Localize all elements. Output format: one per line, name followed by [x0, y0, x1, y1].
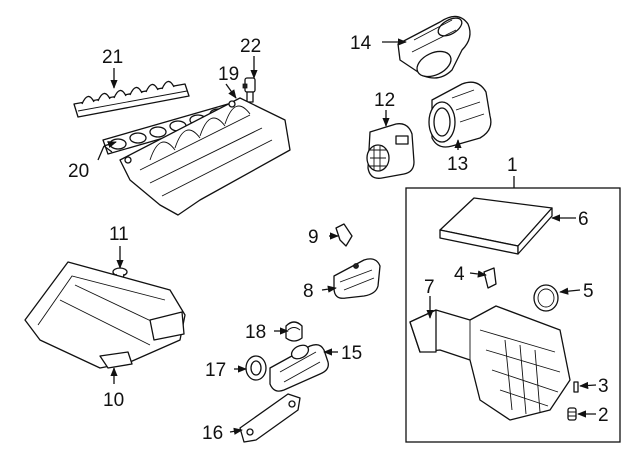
air-filter-drawing — [439, 197, 553, 255]
mass-air-flow-sensor-drawing — [366, 123, 415, 179]
callout-11: 11 — [109, 224, 129, 245]
callout-20: 20 — [68, 161, 89, 182]
callout-1: 1 — [507, 155, 518, 176]
mounting-bracket-drawing — [239, 393, 301, 443]
seal-ring-drawing — [533, 284, 559, 312]
small-bracket-drawing — [335, 223, 353, 247]
callout-9: 9 — [308, 227, 319, 248]
plug-drawing — [567, 407, 577, 421]
callout-16: 16 — [202, 423, 223, 444]
callout-14: 14 — [350, 33, 372, 54]
callout-22: 22 — [240, 36, 261, 57]
intake-manifold-drawing — [119, 97, 291, 216]
callout-15: 15 — [341, 343, 362, 364]
assembly-box — [405, 187, 621, 443]
small-clip-drawing — [483, 267, 497, 289]
grommet-drawing — [285, 321, 303, 342]
callout-6: 6 — [578, 209, 589, 230]
intake-boot-drawing — [397, 15, 471, 79]
callout-8: 8 — [303, 281, 314, 302]
callout-2: 2 — [598, 405, 609, 426]
o-ring-drawing — [245, 355, 267, 381]
callout-19: 19 — [218, 64, 239, 85]
intake-hose-drawing — [428, 81, 492, 148]
resonator-drawing — [333, 258, 381, 299]
valve-drawing — [269, 344, 329, 392]
air-cleaner-housing-drawing — [409, 305, 571, 421]
callout-5: 5 — [583, 281, 594, 302]
callout-17: 17 — [205, 360, 226, 381]
fuel-rail-drawing — [73, 80, 190, 118]
callout-10: 10 — [103, 390, 124, 411]
callout-12: 12 — [374, 90, 395, 111]
callout-18: 18 — [245, 322, 266, 343]
fastener-drawing — [573, 381, 579, 393]
engine-cover-drawing — [24, 261, 186, 369]
callout-7: 7 — [424, 277, 435, 298]
callout-21: 21 — [102, 47, 123, 68]
callout-3: 3 — [598, 376, 609, 397]
callout-4: 4 — [454, 264, 465, 285]
sensor-drawing — [242, 77, 256, 103]
callout-13: 13 — [447, 154, 468, 175]
